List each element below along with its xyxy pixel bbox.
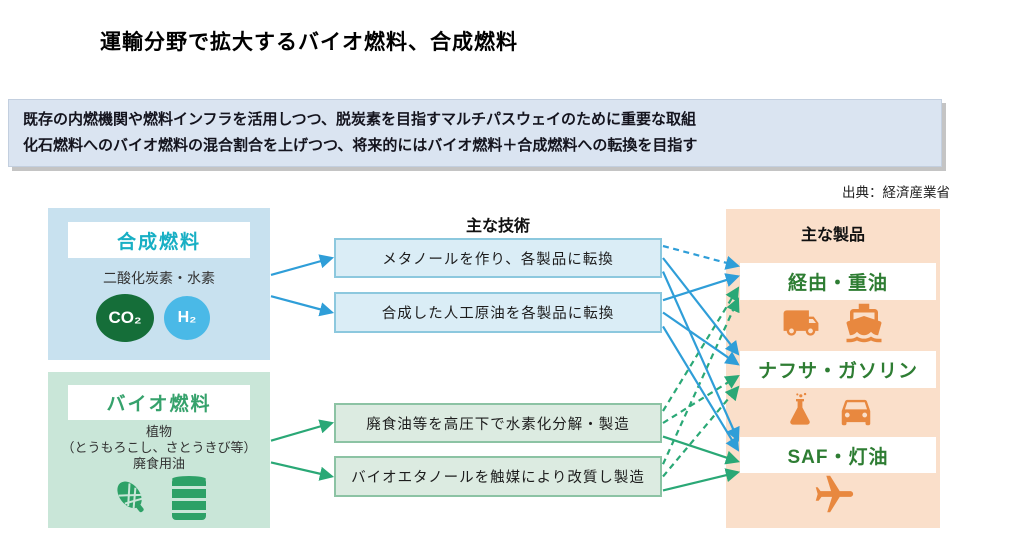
tech-box-synthetic-crude: 合成した人工原油を各製品に転換 xyxy=(334,292,662,333)
product-diesel-heavy-oil: 経由・重油 xyxy=(740,263,936,300)
product-0-icons xyxy=(726,303,940,347)
summary-line-2: 化石燃料へのバイオ燃料の混合割合を上げつつ、将来的にはバイオ燃料＋合成燃料への転… xyxy=(23,137,698,154)
products-header: 主な製品 xyxy=(800,227,865,244)
product-1-icons xyxy=(726,392,940,435)
tech-box-bioethanol: バイオエタノールを触媒により改質し製造 xyxy=(334,456,662,497)
product-2-icons xyxy=(726,473,940,519)
tech-box-waste-oil: 廃食油等を高圧下で水素化分解・製造 xyxy=(334,403,662,443)
products-panel: 主な製品 経由・重油 ナフサ・ガソリン xyxy=(726,209,940,528)
bio-feedstock-line-3: 廃食用油 xyxy=(132,456,185,471)
bio-feedstock-line-2: （とうもろこし、さとうきび等） xyxy=(61,440,257,455)
bio-fuel-title: バイオ燃料 xyxy=(68,385,250,420)
tech-box-methanol: メタノールを作り、各製品に転換 xyxy=(334,238,662,278)
co2-badge: CO₂ xyxy=(96,294,154,342)
h2-badge: H₂ xyxy=(164,296,210,340)
ship-icon xyxy=(839,302,889,349)
car-icon xyxy=(830,392,882,435)
synthetic-fuel-subtitle: 二酸化炭素・水素 xyxy=(103,270,215,286)
flask-icon xyxy=(784,392,816,435)
product-naphtha-gasoline: ナフサ・ガソリン xyxy=(740,351,936,388)
synthetic-fuel-panel: 合成燃料 二酸化炭素・水素 CO₂ H₂ xyxy=(48,208,270,360)
technologies-header: 主な技術 xyxy=(465,218,530,235)
oil-drum-icon xyxy=(167,474,211,527)
page-title: 運輸分野で拡大するバイオ燃料、合成燃料 xyxy=(100,31,518,54)
airplane-icon xyxy=(808,471,858,522)
bio-feedstock-line-1: 植物 xyxy=(145,424,172,439)
bio-fuel-panel: バイオ燃料 植物 （とうもろこし、さとうきび等） 廃食用油 xyxy=(48,372,270,528)
corn-icon xyxy=(107,474,157,527)
summary-banner: 既存の内燃機関や燃料インフラを活用しつつ、脱炭素を目指すマルチパスウェイのために… xyxy=(8,99,942,167)
bio-feedstock-icons xyxy=(48,474,270,527)
summary-line-1: 既存の内燃機関や燃料インフラを活用しつつ、脱炭素を目指すマルチパスウェイのために… xyxy=(23,111,697,128)
product-saf-kerosene: SAF・灯油 xyxy=(740,437,936,473)
bio-fuel-feedstock: 植物 （とうもろこし、さとうきび等） 廃食用油 xyxy=(48,424,270,472)
truck-icon xyxy=(777,304,825,347)
synthetic-fuel-title: 合成燃料 xyxy=(68,222,250,258)
source-caption: 出典：経済産業省 xyxy=(842,185,950,200)
